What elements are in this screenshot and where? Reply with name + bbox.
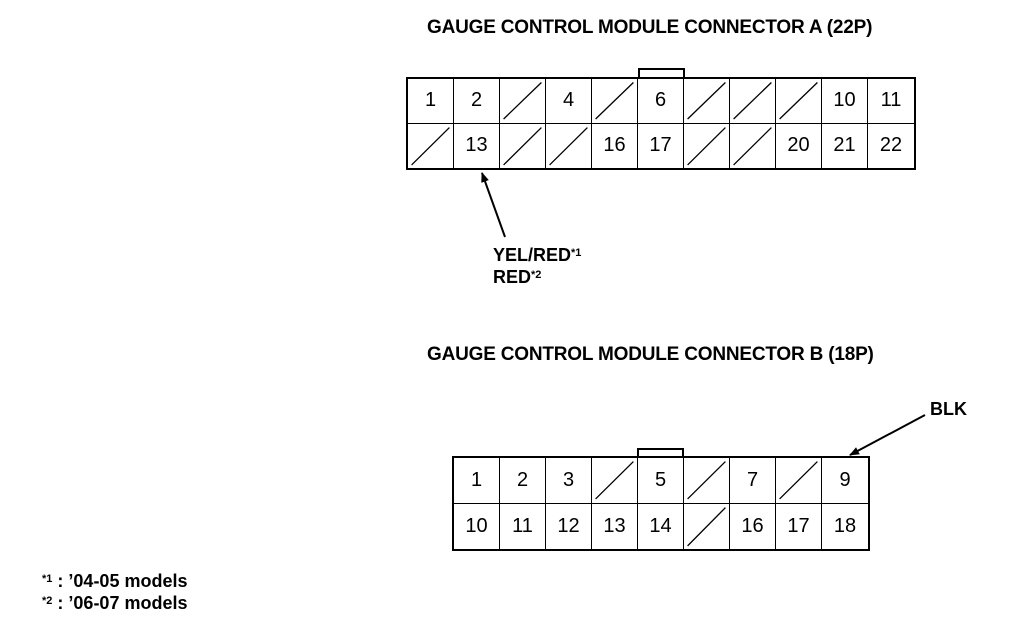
connector-a-pin: 2 — [454, 79, 500, 124]
connector-a-pin: 16 — [592, 123, 638, 168]
empty-cavity-slash-icon — [500, 79, 545, 123]
connector-b-pin: 3 — [546, 458, 592, 504]
connector-b-pin: 14 — [638, 503, 684, 549]
connector-b-locking-tab — [637, 448, 684, 458]
connector-b-empty-cavity — [592, 458, 638, 504]
connector-b-wire-label: BLK — [930, 399, 967, 419]
connector-b-pin: 12 — [546, 503, 592, 549]
connector-a-title: GAUGE CONTROL MODULE CONNECTOR A (22P) — [427, 17, 873, 38]
connector-a-empty-cavity — [408, 123, 454, 169]
connector-a-pin: 21 — [822, 123, 868, 168]
connector-a-pin: 13 — [454, 123, 500, 168]
connector-b-empty-cavity — [776, 458, 822, 504]
connector-a-pin: 4 — [546, 79, 592, 124]
connector-b-empty-cavity — [684, 458, 730, 504]
connector-a-wire-label-1: YEL/RED*1 — [493, 245, 582, 265]
connector-a-empty-cavity — [592, 79, 638, 124]
connector-a-empty-cavity — [500, 79, 546, 124]
empty-cavity-slash-icon — [592, 458, 637, 503]
connector-a-empty-cavity — [730, 79, 776, 124]
connector-b-pin: 9 — [822, 458, 868, 504]
connector-a-empty-cavity — [684, 123, 730, 169]
connector-b-pin: 11 — [500, 503, 546, 549]
connector-a-pin: 20 — [776, 123, 822, 168]
empty-cavity-slash-icon — [684, 79, 729, 123]
empty-cavity-slash-icon — [776, 458, 821, 503]
connector-b-pin: 7 — [730, 458, 776, 504]
connector-a-pin: 11 — [868, 79, 914, 124]
connector-b-title: GAUGE CONTROL MODULE CONNECTOR B (18P) — [427, 344, 874, 365]
connector-b-pin: 17 — [776, 503, 822, 549]
connector-b-pin: 16 — [730, 503, 776, 549]
footnote-1: *1 : ’04-05 models — [42, 571, 188, 591]
empty-cavity-slash-icon — [776, 79, 821, 123]
connector-b-pin: 1 — [454, 458, 500, 504]
connector-a-pin: 10 — [822, 79, 868, 124]
empty-cavity-slash-icon — [500, 124, 545, 169]
connector-a-empty-cavity — [546, 123, 592, 169]
connector-a-empty-cavity — [500, 123, 546, 169]
empty-cavity-slash-icon — [730, 79, 775, 123]
connector-a-empty-cavity — [684, 79, 730, 124]
connector-b-empty-cavity — [684, 503, 730, 550]
empty-cavity-slash-icon — [546, 124, 591, 169]
connector-a-empty-cavity — [776, 79, 822, 124]
connector-a-wire-label-2: RED*2 — [493, 267, 542, 287]
connector-b-pin: 5 — [638, 458, 684, 504]
empty-cavity-slash-icon — [408, 124, 453, 169]
connector-b-pin: 10 — [454, 503, 500, 549]
connector-b-pin: 13 — [592, 503, 638, 549]
connector-a-pin: 17 — [638, 123, 684, 168]
connector-a-pin: 22 — [879, 134, 903, 157]
connector-b-pin: 18 — [833, 514, 857, 537]
connector-a-pin: 1 — [408, 79, 454, 124]
footnote-2: *2 : ’06-07 models — [42, 593, 188, 613]
connector-b-pin-9-arrow — [849, 414, 926, 456]
connector-a-empty-cavity — [730, 123, 776, 169]
connector-a-locking-tab — [638, 68, 685, 78]
connector-b-pin: 2 — [500, 458, 546, 504]
empty-cavity-slash-icon — [684, 504, 729, 550]
connector-a-pin: 6 — [638, 79, 684, 124]
connector-a-pin-13-arrow — [481, 172, 506, 238]
empty-cavity-slash-icon — [684, 124, 729, 169]
empty-cavity-slash-icon — [730, 124, 775, 169]
empty-cavity-slash-icon — [592, 79, 637, 123]
empty-cavity-slash-icon — [684, 458, 729, 503]
